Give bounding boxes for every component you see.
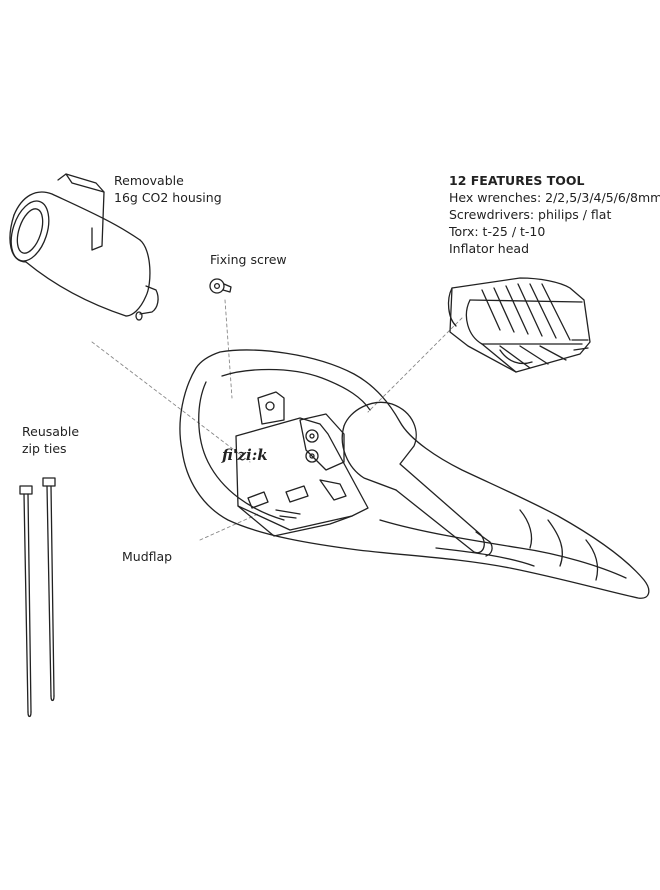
co2-housing-label: Removable 16g CO2 housing [114,172,222,206]
leader-lines [91,299,463,541]
co2-housing [9,173,159,321]
tool-line-torx: Torx: t-25 / t-10 [449,224,546,239]
tool-label: 12 FEATURES TOOL Hex wrenches: 2/2,5/3/4… [449,172,660,257]
fizik-logo: fi'zi:k [221,446,268,464]
co2-label-line-2: 16g CO2 housing [114,190,222,205]
zip-ties [19,477,56,718]
zip-ties-label: Reusable zip ties [22,423,79,457]
tool-line-screwdrivers: Screwdrivers: philips / flat [449,207,612,222]
saddle [179,349,650,599]
zip-label-line-1: Reusable [22,424,80,439]
tool-title: 12 FEATURES TOOL [449,173,585,188]
zip-label-line-2: zip ties [22,441,67,456]
tool-line-inflator: Inflator head [449,241,530,256]
fixing-screw [209,278,232,294]
tool-line-hex: Hex wrenches: 2/2,5/3/4/5/6/8mm [449,190,660,205]
fixing-screw-label: Fixing screw [210,252,287,267]
multi-tool [447,277,591,373]
mudflap-label: Mudflap [122,549,173,564]
co2-label-line-1: Removable [114,173,184,188]
